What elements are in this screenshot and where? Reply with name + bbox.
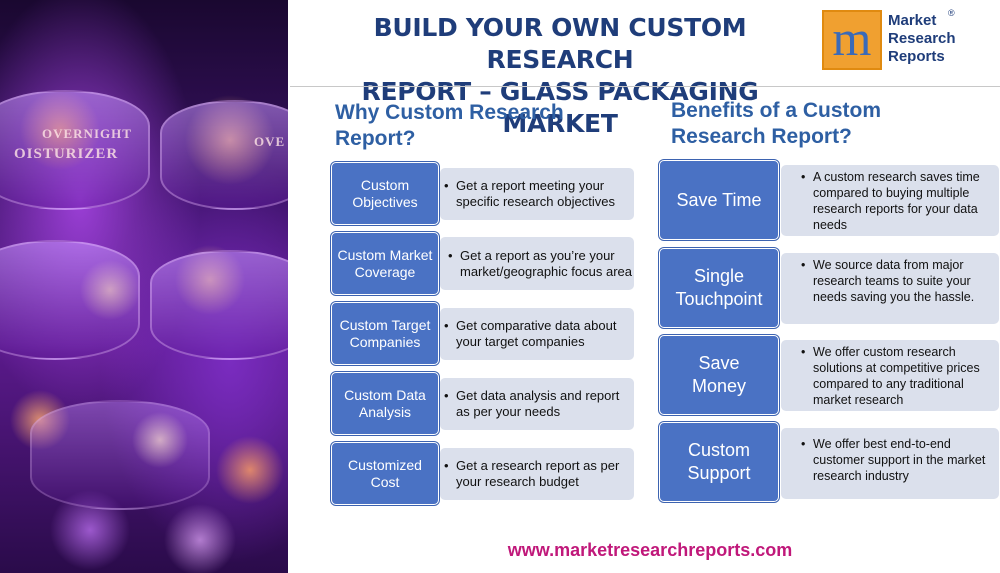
benefit-item-text: We offer custom research solutions at co… <box>801 344 999 408</box>
jar-label-text: OVERNIGHT <box>42 126 132 141</box>
page-title: BUILD YOUR OWN CUSTOM RESEARCH REPORT – … <box>300 12 820 140</box>
benefit-item-label: Custom Support <box>659 422 779 502</box>
why-item-desc: Get a research report as per your resear… <box>440 448 634 500</box>
why-item-desc: Get a report as you’re your market/geogr… <box>440 237 634 290</box>
logo-line: Reports <box>888 48 945 65</box>
why-item-label: Customized Cost <box>331 442 439 505</box>
benefit-item-desc: We offer custom research solutions at co… <box>781 340 999 411</box>
why-item-text: Get data analysis and report as per your… <box>444 388 634 420</box>
why-item-desc: Get data analysis and report as per your… <box>440 378 634 430</box>
jar-shape <box>160 100 288 210</box>
why-item-text: Get a report as you’re your market/geogr… <box>448 248 634 280</box>
registered-mark: ® <box>948 8 955 18</box>
header-divider <box>290 86 1000 87</box>
why-item-label: Custom Objectives <box>331 162 439 225</box>
title-line-1: BUILD YOUR OWN CUSTOM RESEARCH <box>373 13 747 74</box>
why-section-title: Why Custom Research Report? <box>335 101 564 150</box>
why-item-text: Get a report meeting your specific resea… <box>444 178 634 210</box>
benefit-item-desc: We offer best end-to-end customer suppor… <box>781 428 999 499</box>
jar-shape <box>0 240 140 360</box>
benefit-item-text: A custom research saves time compared to… <box>801 169 999 233</box>
website-link[interactable]: www.marketresearchreports.com <box>507 540 793 560</box>
why-item-label: Custom Market Coverage <box>331 232 439 295</box>
why-item-label: Custom Data Analysis <box>331 372 439 435</box>
logo-line: Market <box>888 12 937 29</box>
why-item-text: Get comparative data about your target c… <box>444 318 634 350</box>
benefit-item-label: Save Time <box>659 160 779 240</box>
logo-mark: m <box>822 10 882 70</box>
jar-shape <box>0 90 150 210</box>
jar-shape <box>150 250 288 360</box>
benefit-item-text: We offer best end-to-end customer suppor… <box>801 436 999 484</box>
title-line-2: REPORT – GLASS PACKAGING MARKET <box>361 77 759 138</box>
jar-label-text: OISTURIZER <box>14 146 119 162</box>
why-item-label: Custom Target Companies <box>331 302 439 365</box>
benefit-item-desc: A custom research saves time compared to… <box>781 165 999 236</box>
benefits-section-title: Benefits of a Custom Research Report? <box>671 99 882 148</box>
logo-line: Research <box>888 30 956 47</box>
benefit-item-text: We source data from major research teams… <box>801 257 999 305</box>
company-logo[interactable]: m Market Research Reports ® <box>822 8 972 76</box>
logo-m-icon: m <box>832 10 872 66</box>
why-item-desc: Get a report meeting your specific resea… <box>440 168 634 220</box>
logo-wordmark: Market Research Reports <box>888 12 956 66</box>
jar-shape <box>30 400 210 510</box>
benefit-item-desc: We source data from major research teams… <box>781 253 999 324</box>
benefit-item-label: Single Touchpoint <box>659 248 779 328</box>
why-item-text: Get a research report as per your resear… <box>444 458 634 490</box>
jar-label-text: OVE <box>254 134 286 149</box>
benefit-item-label: Save Money <box>659 335 779 415</box>
why-item-desc: Get comparative data about your target c… <box>440 308 634 360</box>
glass-jars-photo: OVERNIGHT OISTURIZER OVE <box>0 0 288 573</box>
